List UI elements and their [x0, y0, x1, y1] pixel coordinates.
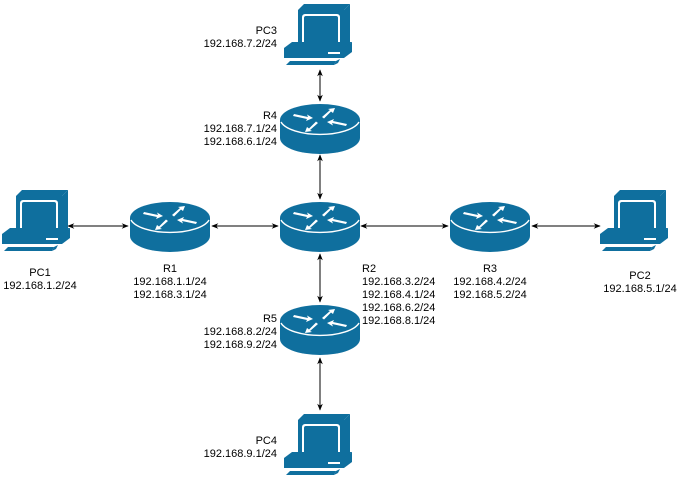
- pc-pc3-icon[interactable]: [284, 4, 352, 65]
- r4-name: R4: [262, 110, 277, 122]
- label-r3: R3 192.168.4.2/24 192.168.5.2/24: [444, 263, 536, 302]
- label-pc1: PC1 192.168.1.2/24: [0, 267, 86, 293]
- r3-address-1: 192.168.4.2/24: [453, 276, 527, 288]
- label-pc4: PC4 192.168.9.1/24: [204, 435, 277, 461]
- links: [67, 69, 601, 411]
- pc4-address-1: 192.168.9.1/24: [203, 448, 277, 460]
- r2-address-1: 192.168.3.2/24: [362, 276, 436, 288]
- label-r1: R1 192.168.1.1/24 192.168.3.1/24: [124, 263, 216, 302]
- r4-address-2: 192.168.6.1/24: [203, 136, 277, 148]
- r3-name: R3: [482, 263, 498, 275]
- pc-pc2-icon[interactable]: [600, 190, 668, 251]
- r5-name: R5: [262, 313, 277, 325]
- pc1-name: PC1: [29, 267, 51, 279]
- router-r4-icon[interactable]: [279, 103, 361, 155]
- label-r4: R4 192.168.7.1/24 192.168.6.1/24: [204, 110, 277, 149]
- pc1-address-1: 192.168.1.2/24: [3, 280, 77, 292]
- r3-address-2: 192.168.5.2/24: [453, 289, 527, 301]
- r2-address-4: 192.168.8.1/24: [362, 315, 436, 327]
- pc2-name: PC2: [629, 270, 651, 282]
- label-r2: R2 192.168.3.2/24 192.168.4.1/24 192.168…: [362, 263, 435, 328]
- r4-address-1: 192.168.7.1/24: [203, 123, 277, 135]
- label-pc3: PC3 192.168.7.2/24: [204, 25, 277, 51]
- label-r5: R5 192.168.8.2/24 192.168.9.2/24: [204, 313, 277, 352]
- r1-address-2: 192.168.3.1/24: [133, 289, 207, 301]
- label-pc2: PC2 192.168.5.1/24: [594, 270, 681, 296]
- router-r5-icon[interactable]: [279, 304, 361, 356]
- pc2-address-1: 192.168.5.1/24: [603, 283, 677, 295]
- r1-address-1: 192.168.1.1/24: [133, 276, 207, 288]
- router-r1-icon[interactable]: [129, 201, 211, 253]
- router-r3-icon[interactable]: [449, 201, 531, 253]
- pc3-address-1: 192.168.7.2/24: [203, 38, 277, 50]
- r2-address-2: 192.168.4.1/24: [362, 289, 436, 301]
- pc-pc1-icon[interactable]: [2, 190, 70, 251]
- pc-pc4-icon[interactable]: [284, 414, 352, 475]
- r5-address-2: 192.168.9.2/24: [203, 339, 277, 351]
- pc3-name: PC3: [255, 25, 277, 37]
- r1-name: R1: [162, 263, 178, 275]
- r2-address-3: 192.168.6.2/24: [362, 302, 436, 314]
- r5-address-1: 192.168.8.2/24: [203, 326, 277, 338]
- r2-name: R2: [362, 263, 377, 275]
- router-r2-icon[interactable]: [279, 201, 361, 253]
- pc4-name: PC4: [255, 435, 277, 447]
